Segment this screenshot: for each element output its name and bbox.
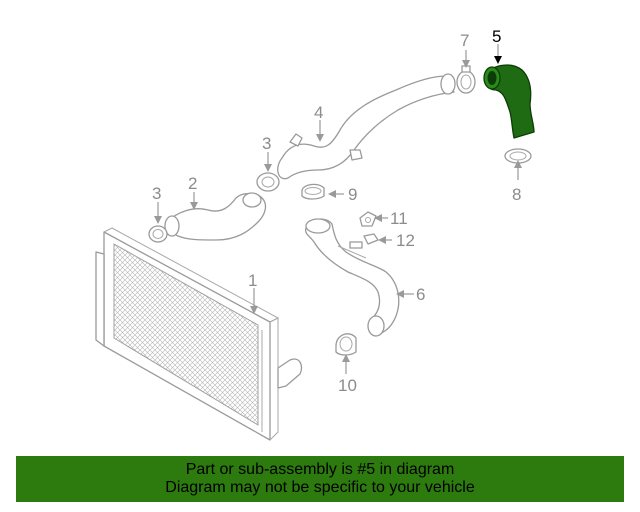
callout-6: 6	[416, 285, 425, 304]
callout-3-upper: 3	[262, 134, 271, 153]
intercooler-part-1[interactable]	[95, 227, 303, 441]
callout-7: 7	[460, 31, 469, 50]
callout-5-highlighted: 5	[492, 27, 501, 46]
hose-part-5-highlighted[interactable]	[483, 64, 535, 139]
callout-12: 12	[396, 231, 415, 250]
callout-4: 4	[314, 103, 323, 122]
banner-line-1: Part or sub-assembly is #5 in diagram	[185, 461, 455, 478]
banner-line-2: Diagram may not be specific to your vehi…	[165, 479, 475, 496]
charge-pipe-part-4[interactable]	[277, 73, 456, 180]
callout-3-lower: 3	[152, 184, 161, 203]
callout-8: 8	[512, 185, 521, 204]
clamp-part-3-lower[interactable]	[148, 225, 168, 243]
leader-lines	[154, 44, 522, 374]
callout-10: 10	[338, 376, 357, 395]
clamp-part-7[interactable]	[456, 65, 476, 94]
clip-part-12[interactable]	[363, 233, 379, 245]
info-banner: Part or sub-assembly is #5 in diagram Di…	[16, 456, 624, 502]
sensor-part-11[interactable]	[359, 211, 377, 227]
clamp-part-9[interactable]	[301, 183, 325, 200]
clamp-part-3-upper[interactable]	[256, 172, 280, 192]
callout-9: 9	[348, 185, 357, 204]
pipe-part-6[interactable]	[304, 218, 400, 337]
callout-2: 2	[188, 174, 197, 193]
clamp-part-10[interactable]	[335, 333, 357, 356]
callout-1: 1	[248, 271, 257, 290]
hose-part-2[interactable]	[164, 192, 267, 241]
parts-diagram: 1 2 3 3 4 5 6 7 8 9 10 11 12	[95, 27, 535, 441]
callout-11: 11	[390, 209, 408, 228]
